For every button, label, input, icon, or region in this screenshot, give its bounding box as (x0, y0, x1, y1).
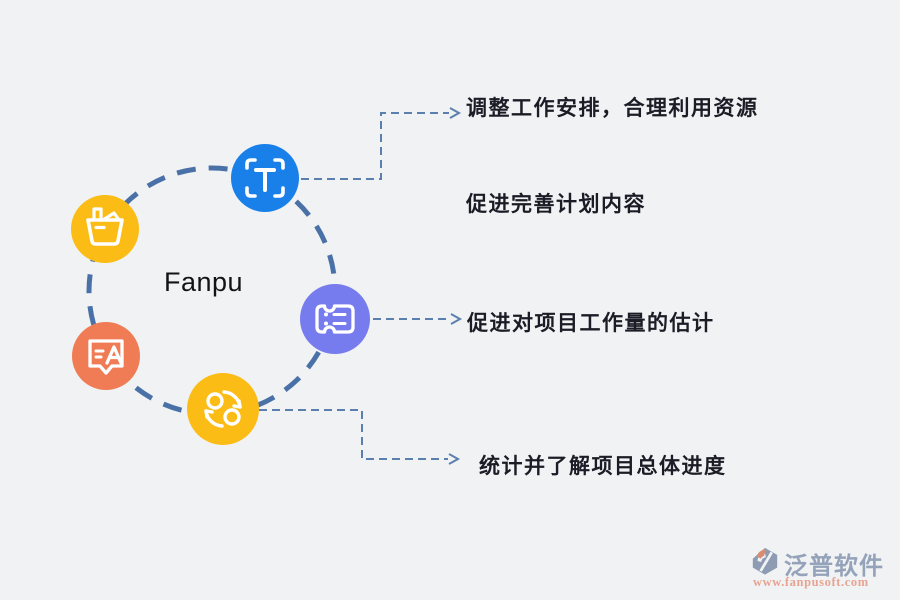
watermark-brand: 泛普软件 (784, 554, 884, 580)
fanpu-logo-icon (752, 547, 778, 575)
connector-bottom (259, 409, 461, 465)
benefit-label-improve-plan: 促进完善计划内容 (466, 192, 646, 216)
node-basket (71, 195, 139, 263)
connector-top (301, 107, 462, 180)
node-text-scan (231, 144, 299, 212)
translate-bubble-icon (88, 339, 124, 375)
arrowhead-icon (450, 313, 463, 325)
arrowhead-icon (449, 107, 462, 119)
node-ticket-list (300, 284, 370, 354)
basket-icon (86, 207, 124, 246)
node-translate-bubble (72, 322, 140, 390)
watermark: 泛普软件 www.fanpusoft.com (750, 546, 900, 596)
center-label: Fanpu (164, 267, 244, 297)
benefit-label-workload-estimate: 促进对项目工作量的估计 (467, 311, 715, 335)
sync-icon (204, 390, 242, 428)
arrowhead-icon (448, 453, 461, 465)
benefit-label-adjust-work: 调整工作安排，合理利用资源 (466, 96, 759, 120)
node-sync (187, 373, 259, 445)
ticket-list-icon (315, 304, 355, 334)
connector-middle (373, 313, 463, 325)
text-scan-icon (245, 158, 285, 198)
watermark-url: www.fanpusoft.com (753, 575, 869, 589)
benefit-label-overall-progress: 统计并了解项目总体进度 (479, 454, 727, 478)
